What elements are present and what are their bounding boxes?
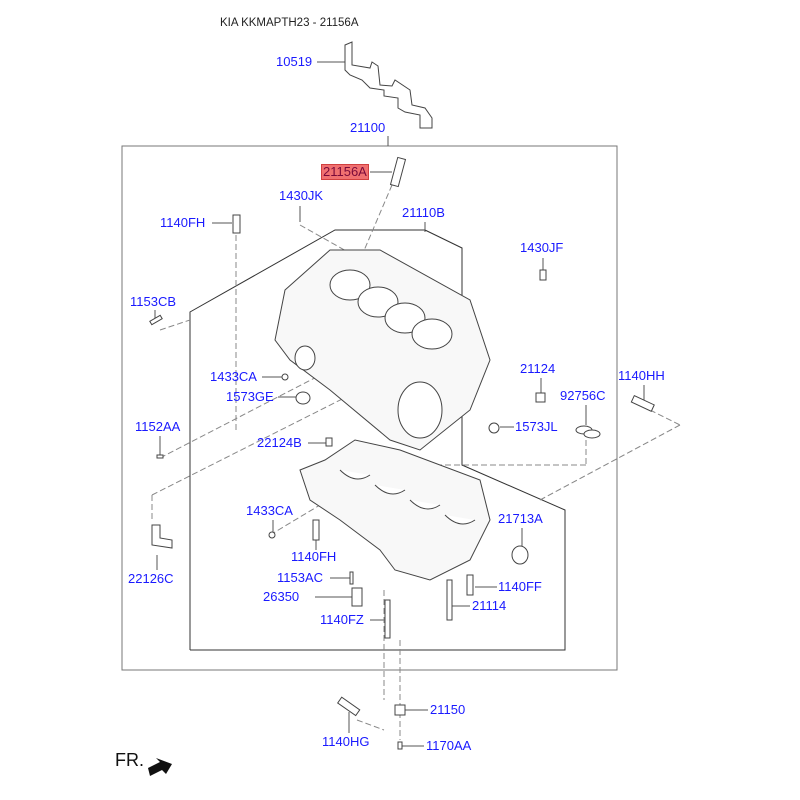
- part-label-10519[interactable]: 10519: [276, 54, 313, 69]
- part-label-1430JK[interactable]: 1430JK: [279, 188, 324, 203]
- part-label-21124[interactable]: 21124: [520, 361, 556, 376]
- part-label-21156A-highlighted[interactable]: 21156A: [321, 164, 369, 180]
- part-1153AC-pin: [349, 571, 354, 585]
- part-label-1433CA[interactable]: 1433CA: [210, 369, 257, 384]
- part-1140FZ-bolt: [384, 599, 391, 639]
- part-label-1152AA[interactable]: 1152AA: [135, 419, 181, 434]
- part-26350-plug: [351, 587, 363, 607]
- part-label-26350[interactable]: 26350: [263, 589, 300, 604]
- part-1140HH-bolt: [630, 394, 655, 412]
- part-21150-bracket: [394, 704, 406, 716]
- front-arrow-icon: [148, 758, 172, 776]
- part-label-1170AA[interactable]: 1170AA: [426, 738, 472, 753]
- part-22126C-pipe: [151, 524, 173, 549]
- part-1140HG-bolt: [336, 696, 361, 717]
- part-label-1153AC[interactable]: 1153AC: [277, 570, 324, 585]
- part-21124-dowel: [535, 392, 546, 403]
- part-label-1140FH-2[interactable]: 1140FH: [291, 549, 337, 564]
- part-label-21150[interactable]: 21150: [430, 702, 466, 717]
- part-label-1430JF[interactable]: 1430JF: [520, 240, 564, 255]
- part-label-22126C[interactable]: 22126C: [128, 571, 174, 586]
- part-21156A-dowel: [389, 156, 407, 188]
- part-1170AA-screw: [397, 741, 403, 750]
- block-frame: [189, 229, 425, 650]
- part-21114-bolt: [446, 579, 453, 621]
- assembly-frame: [121, 145, 618, 671]
- part-label-21713A[interactable]: 21713A: [498, 511, 543, 526]
- part-1140FH-bolt-2: [312, 519, 320, 541]
- part-10519-gasket: [344, 41, 433, 129]
- part-label-21100[interactable]: 21100: [350, 120, 386, 135]
- part-1573GE-cap: [295, 391, 311, 405]
- part-label-1573GE[interactable]: 1573GE: [226, 389, 274, 404]
- part-1140FF-bolt: [466, 574, 474, 596]
- part-22124B-pin: [325, 437, 333, 447]
- part-label-21114[interactable]: 21114: [472, 598, 507, 613]
- part-label-1140HG[interactable]: 1140HG: [322, 734, 370, 749]
- part-1433CA-plug-2: [268, 531, 276, 539]
- part-1140FH-bolt: [232, 214, 241, 234]
- part-label-22124B[interactable]: 22124B: [257, 435, 302, 450]
- part-label-1140HH[interactable]: 1140HH: [618, 368, 665, 383]
- diagram-title: KIA KKMAPTH23 - 21156A: [220, 17, 359, 29]
- part-label-1140FF[interactable]: 1140FF: [498, 579, 542, 594]
- part-label-1573JL[interactable]: 1573JL: [515, 419, 558, 434]
- part-label-21110B[interactable]: 21110B: [402, 205, 445, 220]
- part-1153CB-pin: [149, 314, 163, 326]
- part-1152AA-pin: [156, 454, 164, 459]
- part-label-1153CB[interactable]: 1153CB: [130, 294, 177, 309]
- part-1433CA-plug: [281, 373, 289, 381]
- front-direction-label: FR.: [115, 750, 144, 770]
- part-label-1433CA-2[interactable]: 1433CA: [246, 503, 293, 518]
- part-21713A-plug: [511, 545, 529, 565]
- part-label-92756C[interactable]: 92756C: [560, 388, 606, 403]
- part-label-1140FZ[interactable]: 1140FZ: [320, 612, 364, 627]
- part-label-1140FH[interactable]: 1140FH: [160, 215, 206, 230]
- part-1430JF-pin: [539, 269, 547, 281]
- part-1573JL-cap: [488, 422, 500, 434]
